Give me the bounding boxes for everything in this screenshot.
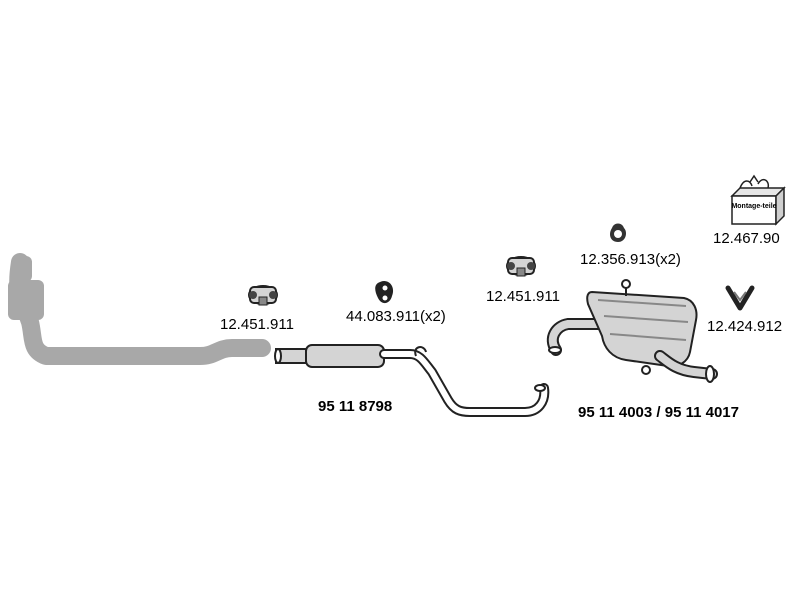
mounting-kit-label: 12.467.90 <box>713 230 780 247</box>
mounting-parts-box-icon[interactable]: Montage-teile <box>730 174 786 226</box>
rear-muffler[interactable] <box>546 279 718 383</box>
clamp-1-label: 12.451.911 <box>220 316 294 333</box>
rubber-mount-2-label: 12.356.913(x2) <box>580 251 681 268</box>
bracket-label: 12.424.912 <box>707 318 783 335</box>
rubber-mount-1-icon[interactable] <box>375 280 394 304</box>
middle-section-pipe[interactable] <box>274 344 550 417</box>
rear-muffler-label: 95 11 4003 / 95 11 4017 <box>578 404 739 421</box>
rubber-mount-2-icon[interactable] <box>610 223 626 243</box>
clamp-2-label: 12.451.911 <box>486 288 560 305</box>
middle-section-label: 95 11 8798 <box>318 398 393 415</box>
y-bracket-icon[interactable] <box>725 285 755 311</box>
front-pipe <box>8 253 271 365</box>
clamp-2-icon[interactable] <box>506 256 536 277</box>
mounting-kit-box-text: Montage-teile <box>731 203 776 210</box>
clamp-1-icon[interactable] <box>248 285 278 306</box>
rubber-mount-1-label: 44.083.911(x2) <box>346 308 446 325</box>
